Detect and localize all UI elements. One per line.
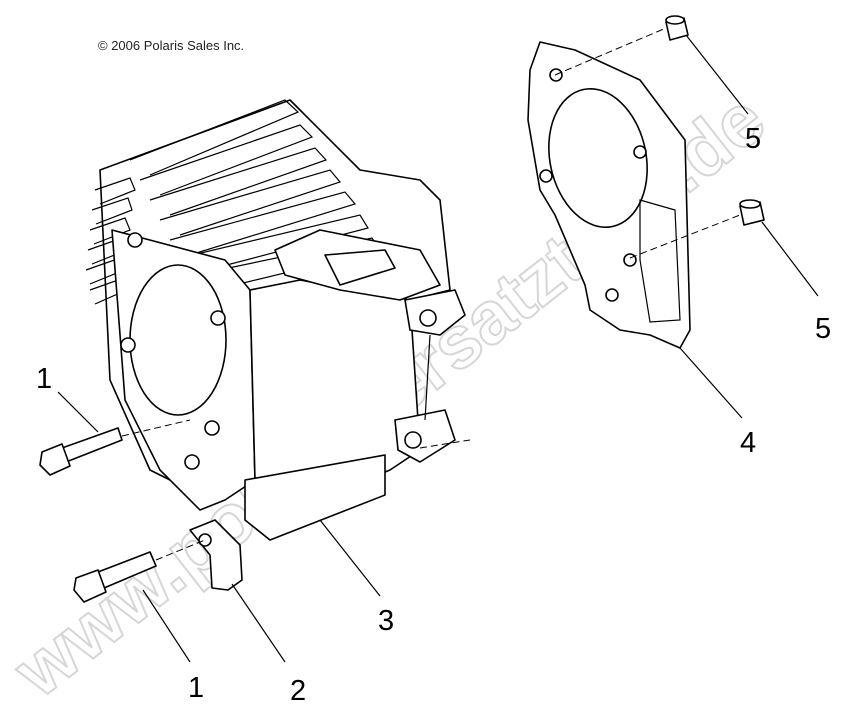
leader-lines xyxy=(57,34,819,663)
bolt-lower-part xyxy=(73,551,157,603)
callout-5-upper: 5 xyxy=(745,123,761,155)
copyright-text: © 2006 Polaris Sales Inc. xyxy=(98,38,245,53)
cylinder-part xyxy=(85,99,466,541)
callout-4: 4 xyxy=(740,427,756,459)
callout-5-lower: 5 xyxy=(815,313,831,345)
alignment-lines xyxy=(121,27,741,561)
dowel-pin-upper xyxy=(665,15,689,41)
oil-pipe-part xyxy=(189,519,243,591)
dowel-pin-lower xyxy=(739,199,765,226)
callout-2: 2 xyxy=(290,675,306,707)
callout-1-upper: 1 xyxy=(36,363,52,395)
callout-3: 3 xyxy=(378,605,394,637)
callout-1-lower: 1 xyxy=(188,672,204,704)
bolt-upper-part xyxy=(39,427,123,476)
gasket-part xyxy=(527,41,691,349)
